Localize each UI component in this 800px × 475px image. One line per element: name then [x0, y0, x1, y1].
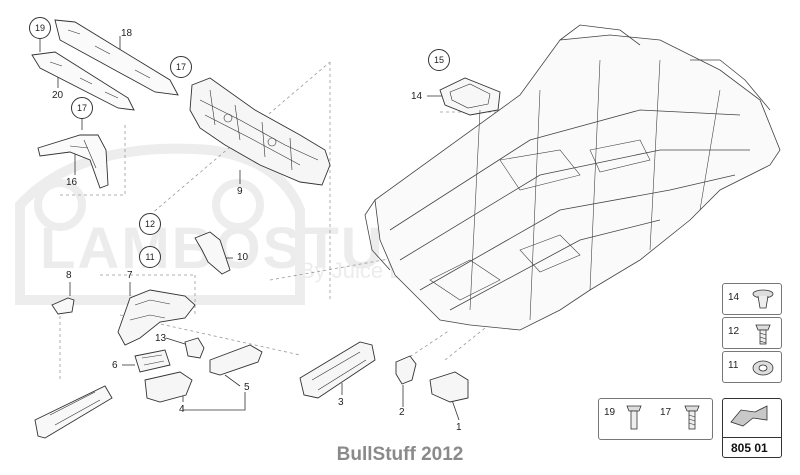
label-18: 18 [121, 28, 133, 39]
circle-label-17-top: 17 [170, 56, 192, 78]
label-1: 1 [456, 422, 462, 433]
part-14-panel [439, 77, 501, 116]
page-code: 805 01 [731, 441, 768, 455]
circle-label-12: 12 [139, 213, 161, 235]
label-6: 6 [112, 360, 118, 371]
label-2: 2 [399, 407, 405, 418]
footer-credit: BullStuff 2012 [336, 444, 464, 465]
bolt-19-icon [626, 405, 642, 430]
circle-label-17-left: 17 [71, 97, 93, 119]
clip-14-icon [752, 289, 774, 309]
label-3: 3 [338, 397, 344, 408]
label-8: 8 [66, 270, 72, 281]
part-floor-frame [364, 24, 781, 331]
circle-label-15: 15 [428, 49, 450, 71]
watermark-car-shape [15, 143, 305, 305]
part-13-clip [184, 337, 205, 359]
legend-label-19: 19 [604, 407, 616, 418]
circle-label-19: 19 [29, 17, 51, 39]
screw-12-icon [755, 324, 771, 345]
page-code-divider [722, 437, 782, 438]
part-1-bracket [429, 371, 469, 403]
bolt-17-icon [684, 405, 700, 430]
part-4-bracket [144, 371, 193, 403]
label-10: 10 [237, 252, 249, 263]
label-20: 20 [52, 90, 64, 101]
legend-label-11: 11 [728, 360, 739, 371]
part-2-mount [395, 355, 417, 385]
legend-label-12: 12 [728, 326, 740, 337]
legend-label-17: 17 [660, 407, 672, 418]
label-14: 14 [411, 91, 423, 102]
part-5-rail [209, 344, 263, 376]
page-code-box [722, 398, 782, 458]
part-10-pillar [194, 231, 231, 275]
part-9-bulkhead [189, 77, 331, 186]
label-7: 7 [127, 270, 133, 281]
nut-11-icon [752, 360, 774, 376]
part-7-assembly [117, 289, 196, 346]
circle-label-11: 11 [139, 246, 161, 268]
part-8-bracket [51, 297, 75, 315]
part-6-plate [134, 349, 171, 373]
label-16: 16 [66, 177, 78, 188]
label-9: 9 [237, 186, 243, 197]
direction-arrow-icon [730, 405, 768, 427]
part-18-20-rails [31, 19, 179, 111]
label-4: 4 [179, 404, 185, 415]
part-3-beam [299, 341, 376, 399]
legend-box-14 [722, 283, 782, 315]
label-13: 13 [155, 333, 167, 344]
label-5: 5 [244, 382, 250, 393]
legend-box-12 [722, 317, 782, 349]
part-16-bracket [37, 134, 109, 189]
part-lower-beam [34, 385, 113, 439]
legend-label-14: 14 [728, 292, 740, 303]
